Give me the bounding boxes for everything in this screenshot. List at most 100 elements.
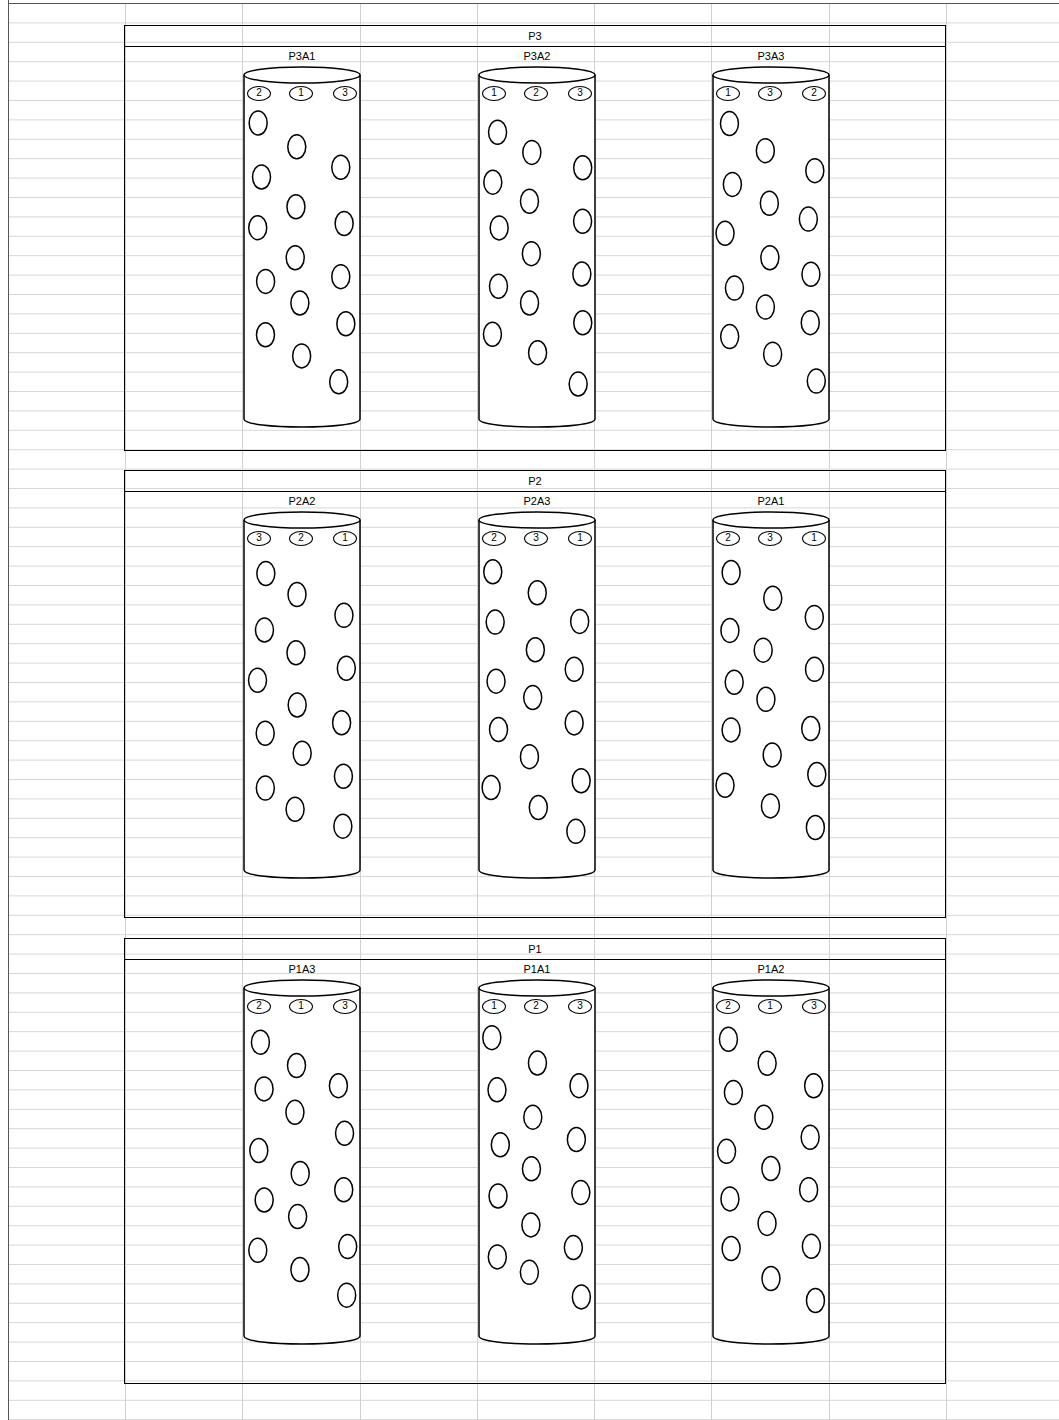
plain-hole xyxy=(337,656,355,680)
hole-number: 3 xyxy=(577,1000,583,1011)
plain-hole xyxy=(757,687,775,711)
plain-hole xyxy=(288,135,306,159)
plain-hole xyxy=(723,172,741,196)
sheet-rows xyxy=(8,3,1059,1420)
cylinder: P1A2213 xyxy=(712,961,830,1345)
numbered-hole: 3 xyxy=(333,86,357,101)
hole-number: 2 xyxy=(491,532,497,543)
hole-number: 1 xyxy=(491,87,497,98)
numbered-hole: 3 xyxy=(524,531,548,546)
sheet-column-line xyxy=(946,3,947,1420)
panel-title: P3 xyxy=(125,26,945,47)
plain-hole xyxy=(806,657,824,681)
cylinder-outline xyxy=(478,511,596,879)
cylinder: P3A1213 xyxy=(243,48,361,428)
plain-hole xyxy=(806,1289,824,1313)
plain-hole xyxy=(489,274,507,298)
plain-hole xyxy=(490,216,508,240)
plain-hole xyxy=(569,372,587,396)
plain-hole xyxy=(520,745,538,769)
panel-box: P1P1A3213P1A1123P1A2213 xyxy=(124,938,946,1384)
plain-hole xyxy=(288,1054,306,1078)
cylinder-body xyxy=(713,75,829,427)
plain-hole xyxy=(756,295,774,319)
panel-box: P3P3A1213P3A2123P3A3132 xyxy=(124,25,946,451)
cylinder-top xyxy=(244,980,360,996)
plain-hole xyxy=(255,618,273,642)
plain-hole xyxy=(484,170,502,194)
plain-hole xyxy=(764,342,782,366)
plain-hole xyxy=(802,262,820,286)
numbered-hole: 2 xyxy=(802,86,826,101)
plain-hole xyxy=(574,311,592,335)
plain-hole xyxy=(572,1285,590,1309)
plain-hole xyxy=(333,711,351,735)
plain-hole xyxy=(718,1139,736,1163)
plain-hole xyxy=(329,1074,347,1098)
numbered-hole: 2 xyxy=(482,531,506,546)
plain-hole xyxy=(716,773,734,797)
hole-number: 3 xyxy=(342,1000,348,1011)
plain-hole xyxy=(572,1181,590,1205)
numbered-hole: 1 xyxy=(716,86,740,101)
hole-number: 3 xyxy=(577,87,583,98)
plain-hole xyxy=(520,1260,538,1284)
numbered-hole: 1 xyxy=(482,999,506,1014)
plain-hole xyxy=(335,212,353,236)
plain-hole xyxy=(721,618,739,642)
plain-hole xyxy=(721,1187,739,1211)
plain-hole xyxy=(488,1078,506,1102)
plain-hole xyxy=(565,711,583,735)
plain-hole xyxy=(253,165,271,189)
hole-number: 2 xyxy=(811,87,817,98)
plain-hole xyxy=(755,1105,773,1129)
hole-number: 3 xyxy=(256,532,262,543)
numbered-hole: 3 xyxy=(758,86,782,101)
cylinder-outline xyxy=(243,511,361,879)
plain-hole xyxy=(725,670,743,694)
sheet-column-line xyxy=(125,3,126,1420)
plain-hole xyxy=(564,1236,582,1260)
plain-hole xyxy=(251,1030,269,1054)
cylinder: P3A3132 xyxy=(712,48,830,428)
cylinder: P2A3231 xyxy=(478,493,596,879)
plain-hole xyxy=(574,209,592,233)
numbered-hole: 1 xyxy=(289,999,313,1014)
plain-hole xyxy=(257,562,275,586)
hole-number: 1 xyxy=(767,1000,773,1011)
hole-number: 2 xyxy=(298,532,304,543)
cylinder-top xyxy=(479,980,595,996)
cylinder-label: P3A2 xyxy=(478,48,596,64)
plain-hole xyxy=(764,586,782,610)
cylinder-top xyxy=(713,512,829,528)
plain-hole xyxy=(337,312,355,336)
cylinder-top xyxy=(713,980,829,996)
plain-hole xyxy=(286,797,304,821)
plain-hole xyxy=(256,721,274,745)
hole-number: 1 xyxy=(491,1000,497,1011)
plain-hole xyxy=(719,1027,737,1051)
plain-hole xyxy=(808,763,826,787)
numbered-hole: 3 xyxy=(333,999,357,1014)
plain-hole xyxy=(529,795,547,819)
plain-hole xyxy=(528,581,546,605)
cylinder-outline xyxy=(712,511,830,879)
cylinder-top xyxy=(244,512,360,528)
plain-hole xyxy=(762,1266,780,1290)
plain-hole xyxy=(805,605,823,629)
plain-hole xyxy=(573,262,591,286)
cylinder-label: P2A3 xyxy=(478,493,596,509)
plain-hole xyxy=(523,140,541,164)
hole-number: 1 xyxy=(342,532,348,543)
plain-hole xyxy=(754,638,772,662)
plain-hole xyxy=(565,657,583,681)
numbered-hole: 1 xyxy=(482,86,506,101)
plain-hole xyxy=(761,794,779,818)
panel-title: P1 xyxy=(125,939,945,960)
plain-hole xyxy=(722,1236,740,1260)
sheet-border xyxy=(8,0,9,1420)
cylinder-body xyxy=(244,520,360,878)
cylinder: P2A2321 xyxy=(243,493,361,879)
plain-hole xyxy=(802,1234,820,1258)
plain-hole xyxy=(335,1178,353,1202)
